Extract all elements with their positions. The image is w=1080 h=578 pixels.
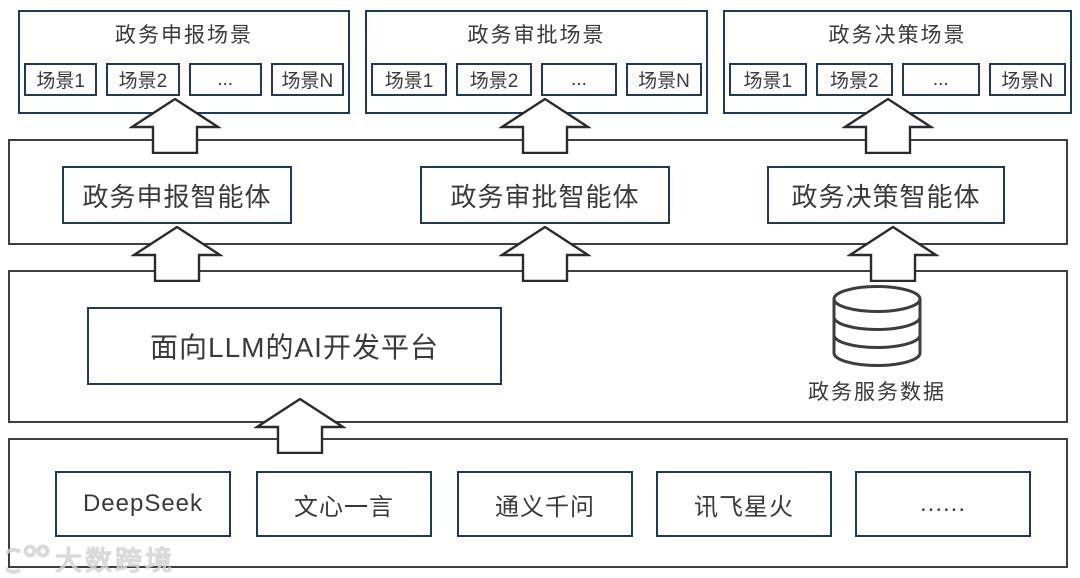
scene-box-ellipsis: ... [541, 63, 617, 96]
up-arrow-icon [499, 98, 591, 154]
database-cylinder-icon [832, 285, 922, 367]
scene-box: 场景1 [371, 63, 447, 96]
model-box-tongyi: 通义千问 [457, 471, 633, 537]
scenario-group-title: 政务申报场景 [115, 24, 253, 47]
llm-platform-box: 面向LLM的AI开发平台 [87, 307, 502, 385]
up-arrow-icon [131, 226, 223, 282]
scene-box-ellipsis: ... [902, 63, 980, 96]
scenario-group-declare: 政务申报场景 场景1 场景2 ... 场景N [18, 10, 350, 114]
scenario-group-title: 政务决策场景 [828, 24, 967, 47]
model-box-wenxin: 文心一言 [256, 471, 432, 537]
scene-box-ellipsis: ... [188, 63, 262, 96]
model-box-deepseek: DeepSeek [55, 471, 231, 537]
scene-box: 场景1 [24, 63, 98, 96]
up-arrow-icon [499, 226, 591, 282]
agent-box-approve: 政务审批智能体 [420, 166, 670, 224]
scene-box: 场景1 [729, 63, 807, 96]
watermark-logo-icon [6, 544, 50, 574]
database-label: 政务服务数据 [808, 381, 946, 404]
scenario-group-title: 政务审批场景 [467, 24, 606, 47]
scene-box: 场景2 [106, 63, 180, 96]
watermark: 大数跨境 [6, 539, 175, 578]
scene-box: 场景N [626, 63, 702, 96]
scene-row: 场景1 场景2 ... 场景N [728, 63, 1067, 96]
up-arrow-icon [254, 398, 346, 454]
model-box-ellipsis: ...... [855, 471, 1031, 537]
agent-box-declare: 政务申报智能体 [62, 166, 292, 224]
watermark-text: 大数跨境 [55, 546, 175, 576]
scene-box: 场景N [988, 63, 1066, 96]
up-arrow-icon [847, 226, 939, 282]
gov-service-data: 政务服务数据 [797, 284, 957, 406]
scene-box: 场景2 [456, 63, 532, 96]
up-arrow-icon [842, 98, 934, 154]
scene-row: 场景1 场景2 ... 场景N [370, 63, 703, 96]
model-box-xinghuo: 讯飞星火 [656, 471, 832, 537]
scene-row: 场景1 场景2 ... 场景N [23, 63, 345, 96]
scene-box: 场景2 [815, 63, 893, 96]
scene-box: 场景N [270, 63, 344, 96]
up-arrow-icon [129, 98, 221, 154]
agent-box-decision: 政务决策智能体 [767, 166, 1005, 224]
